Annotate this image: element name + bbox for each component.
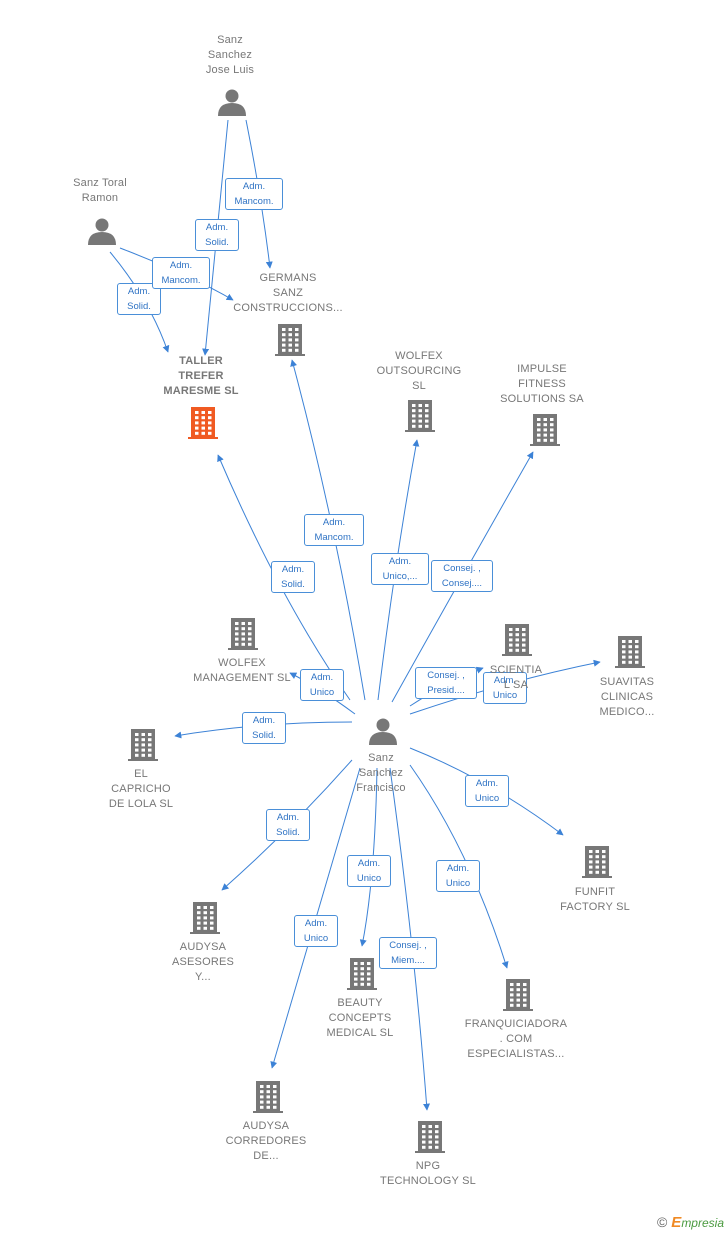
person-label-jose[interactable]: Sanz Sanchez Jose Luis xyxy=(205,34,255,76)
company-label-funfit[interactable]: FUNFIT FACTORY SL xyxy=(560,886,630,913)
person-icon[interactable] xyxy=(218,89,246,117)
building-icon[interactable] xyxy=(502,624,532,656)
company-label-franq[interactable]: FRANQUICIADORA . COM ESPECIALISTAS... xyxy=(464,1018,568,1060)
building-icon[interactable] xyxy=(228,618,258,650)
company-label-impulse[interactable]: IMPULSE FITNESS SOLUTIONS SA xyxy=(500,363,584,405)
person-icon[interactable] xyxy=(369,718,397,746)
edge-label[interactable]: Adm. Mancom. xyxy=(152,257,210,289)
company-label-suavitas[interactable]: SUAVITAS CLINICAS MEDICO... xyxy=(599,676,655,718)
edge-label[interactable]: Adm. Solid. xyxy=(195,219,239,251)
company-label-wolfex-out[interactable]: WOLFEX OUTSOURCING SL xyxy=(376,350,462,392)
edge-label[interactable]: Adm. Mancom. xyxy=(225,178,283,210)
edge-label[interactable]: Adm. Unico xyxy=(465,775,509,807)
building-icon[interactable] xyxy=(405,400,435,432)
edge-label[interactable]: Adm. Solid. xyxy=(271,561,315,593)
company-label-capricho[interactable]: EL CAPRICHO DE LOLA SL xyxy=(108,768,174,810)
building-icon[interactable] xyxy=(190,902,220,934)
brand-initial: E xyxy=(671,1214,682,1231)
edge-label[interactable]: Adm. Unico xyxy=(436,860,480,892)
building-icon[interactable] xyxy=(530,414,560,446)
edge-label[interactable]: Adm. Unico xyxy=(347,855,391,887)
person-label-francisco[interactable]: Sanz Sanchez Francisco xyxy=(356,752,406,794)
edge-label[interactable]: Consej. , Miem.... xyxy=(379,937,437,969)
company-label-beauty[interactable]: BEAUTY CONCEPTS MEDICAL SL xyxy=(326,997,394,1039)
building-icon[interactable] xyxy=(615,636,645,668)
edge-label[interactable]: Adm. Solid. xyxy=(266,809,310,841)
edge-francisco-to-franq xyxy=(409,764,509,969)
edge-label[interactable]: Adm. Unico xyxy=(300,669,344,701)
building-icon[interactable] xyxy=(347,958,377,990)
edge-label[interactable]: Adm. Unico xyxy=(294,915,338,947)
building-icon[interactable] xyxy=(582,846,612,878)
edge-label[interactable]: Adm. Mancom. xyxy=(304,514,364,546)
person-icon[interactable] xyxy=(88,218,116,246)
company-label-germans[interactable]: GERMANS SANZ CONSTRUCCIONS... xyxy=(233,272,343,314)
company-label-aud-corr[interactable]: AUDYSA CORREDORES DE... xyxy=(225,1120,307,1162)
company-label-aud-ases[interactable]: AUDYSA ASESORES Y... xyxy=(171,941,235,983)
building-icon[interactable] xyxy=(188,407,218,439)
building-icon[interactable] xyxy=(128,729,158,761)
edge-label[interactable]: Adm. Solid. xyxy=(242,712,286,744)
building-icon[interactable] xyxy=(503,979,533,1011)
brand-name: mpresia xyxy=(681,1216,724,1230)
company-label-taller[interactable]: TALLER TREFER MARESME SL xyxy=(163,355,239,397)
building-icon[interactable] xyxy=(253,1081,283,1113)
edge-label[interactable]: Adm. Unico,... xyxy=(371,553,429,585)
edge-label[interactable]: Adm. Unico xyxy=(483,672,527,704)
building-icon[interactable] xyxy=(275,324,305,356)
edge-label[interactable]: Consej. , Consej.... xyxy=(431,560,493,592)
copyright-icon: © xyxy=(656,1214,668,1230)
company-label-npg[interactable]: NPG TECHNOLOGY SL xyxy=(380,1160,476,1187)
person-label-toral[interactable]: Sanz Toral Ramon xyxy=(73,177,127,204)
company-label-scientia[interactable]: SCIENTIA L SA xyxy=(489,664,543,691)
company-label-wolfex-man[interactable]: WOLFEX MANAGEMENT SL xyxy=(193,657,291,684)
brand-footer: ©Empresia xyxy=(657,1214,724,1231)
building-icon[interactable] xyxy=(415,1121,445,1153)
edge-label[interactable]: Consej. , Presid.... xyxy=(415,667,477,699)
